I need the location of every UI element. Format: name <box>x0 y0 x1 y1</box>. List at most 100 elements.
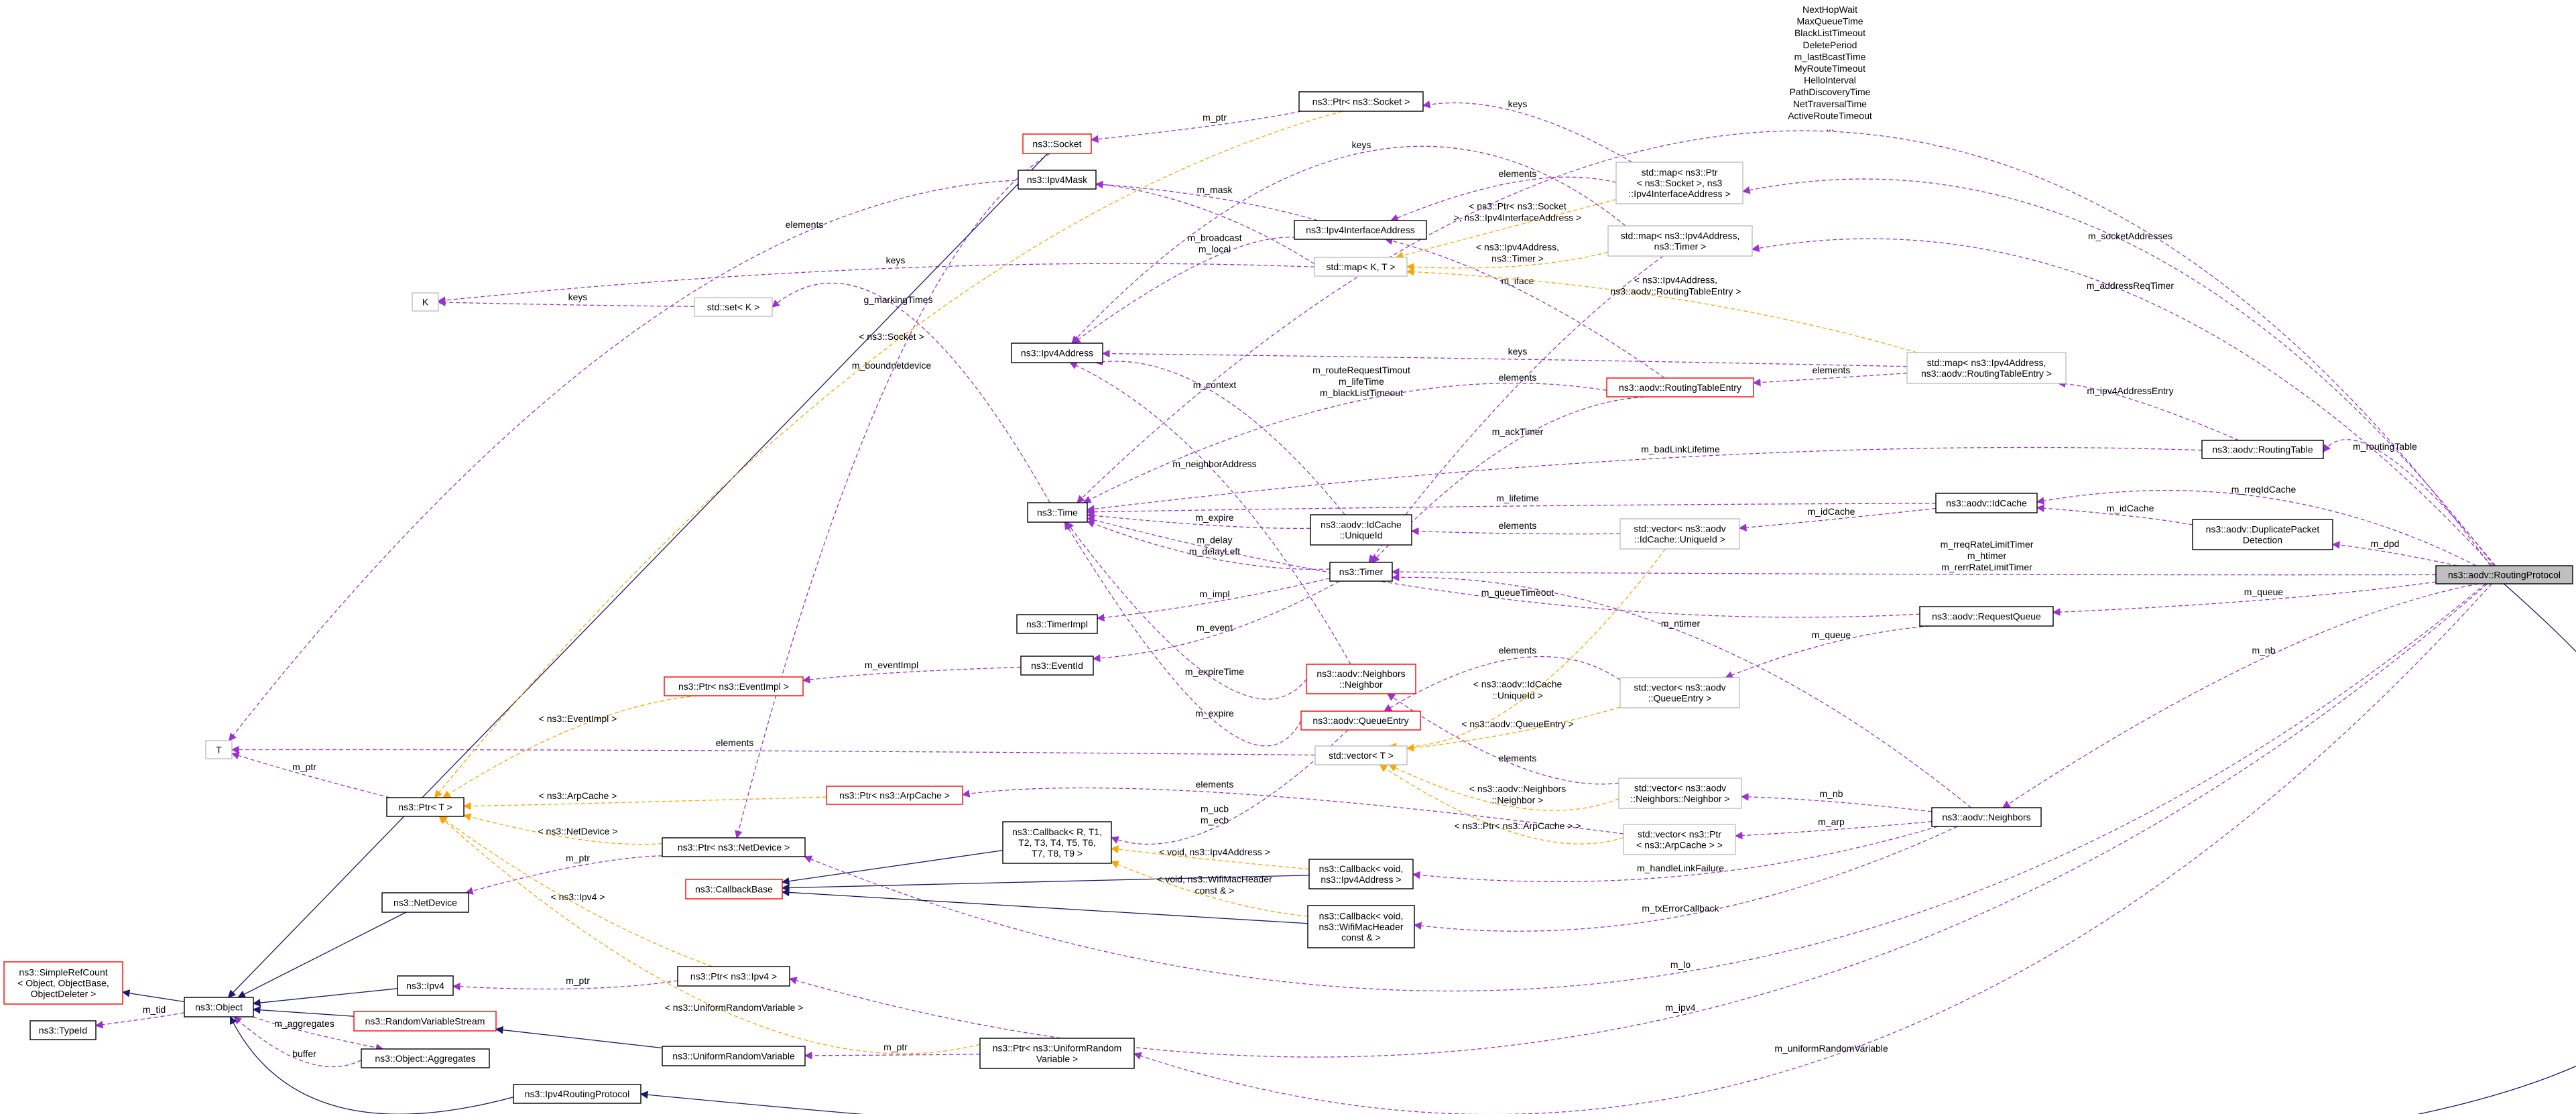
class-node-eventid[interactable]: ns3::EventId <box>1020 656 1094 676</box>
node-box <box>662 1046 806 1066</box>
edge-vecQueueEntry-to-queueentry <box>1384 656 1621 712</box>
class-node-ipv4[interactable]: ns3::Ipv4 <box>397 975 454 996</box>
node-box <box>381 892 469 913</box>
edge-label: m_htimer <box>1967 550 2007 561</box>
edge-label: < ns3::Ptr< ns3::ArpCache > > <box>1454 820 1581 831</box>
edge-label: m_ptr <box>292 761 316 772</box>
edge-label: m_ucb <box>1201 804 1229 814</box>
node-label: ns3::Callback< void, <box>1319 863 1404 874</box>
edge-vecQueueEntry-to-vectorT <box>1406 706 1621 752</box>
class-node-callbackBase[interactable]: ns3::CallbackBase <box>685 879 783 900</box>
edge-rte-to-time <box>1083 382 1607 503</box>
edge-iia-to-ipv4addr <box>1072 237 1310 344</box>
class-node-mapAddrTimer[interactable]: std::map< ns3::Ipv4Address,ns3::Timer > <box>1607 225 1753 257</box>
class-node-mapSockIIA[interactable]: std::map< ns3::Ptr< ns3::Socket >, ns3::… <box>1615 162 1743 204</box>
class-node-ptrNetDevice[interactable]: ns3::Ptr< ns3::NetDevice > <box>662 837 806 857</box>
class-node-vectorT[interactable]: std::vector< T > <box>1314 745 1408 765</box>
node-box <box>29 1020 97 1040</box>
edge-rte-to-iia <box>1384 237 1665 379</box>
class-node-vecUniqueId[interactable]: std::vector< ns3::aodv::IdCache::UniqueI… <box>1619 518 1740 550</box>
class-node-routingTable[interactable]: ns3::aodv::RoutingTable <box>2201 440 2324 459</box>
class-node-vecQueueEntry[interactable]: std::vector< ns3::aodv::QueueEntry > <box>1619 677 1740 708</box>
edge-routingTable-to-time <box>1086 446 2203 513</box>
class-node-neighbor[interactable]: ns3::aodv::Neighbors::Neighbor <box>1306 664 1416 694</box>
edge-ptrURV-to-ptrT <box>438 816 981 1054</box>
node-label: std::vector< ns3::aodv <box>1634 682 1725 693</box>
node-label: ns3::NetDevice <box>393 898 457 908</box>
node-label: std::vector< ns3::aodv <box>1634 783 1726 794</box>
class-node-rvs[interactable]: ns3::RandomVariableStream <box>353 1011 497 1032</box>
class-node-iia[interactable]: ns3::Ipv4InterfaceAddress <box>1294 220 1427 240</box>
class-node-ptrIpv4[interactable]: ns3::Ptr< ns3::Ipv4 > <box>677 966 790 987</box>
class-node-ipv4rp[interactable]: ns3::Ipv4RoutingProtocol <box>513 1084 641 1104</box>
edge-mapSockIIA-to-ptrSocket <box>1422 100 1633 163</box>
edge-label: m_dpd <box>2371 538 2400 549</box>
edge-label: m_ackTimer <box>1492 426 1544 437</box>
class-node-uniqueId[interactable]: ns3::aodv::IdCache::UniqueId <box>1310 514 1412 546</box>
class-node-object[interactable]: ns3::Object <box>184 997 254 1017</box>
class-node-ptrEventImpl[interactable]: ns3::Ptr< ns3::EventImpl > <box>664 676 804 696</box>
edge-label: m_expireTime <box>1185 666 1244 677</box>
class-node-socket[interactable]: ns3::Socket <box>1022 133 1092 154</box>
edge-label: m_nb <box>1819 788 1843 799</box>
class-node-timerimpl[interactable]: ns3::TimerImpl <box>1016 614 1098 634</box>
class-node-time[interactable]: ns3::Time <box>1027 502 1088 523</box>
node-box <box>1329 562 1393 582</box>
class-node-ptrSocket[interactable]: ns3::Ptr< ns3::Socket > <box>1298 91 1424 112</box>
node-label: ns3::Object::Aggregates <box>375 1053 475 1064</box>
class-node-callbackR[interactable]: ns3::Callback< R, T1,T2, T3, T4, T5, T6,… <box>1002 821 1112 864</box>
class-node-cbWifi[interactable]: ns3::Callback< void,ns3::WifiMacHeaderco… <box>1307 905 1415 948</box>
node-label: ObjectDeleter > <box>31 989 97 999</box>
class-node-neighbors[interactable]: ns3::aodv::Neighbors <box>1931 807 2042 827</box>
edge-label: m_lifeTime <box>1339 376 1384 387</box>
class-node-T[interactable]: T <box>205 740 233 759</box>
edge-vecNeighbor-to-neighbor <box>1387 693 1619 785</box>
class-node-vecPtrArp[interactable]: std::vector< ns3::Ptr< ns3::ArpCache > > <box>1623 824 1736 855</box>
class-node-timer[interactable]: ns3::Timer <box>1329 562 1393 582</box>
class-node-ptrArpCache[interactable]: ns3::Ptr< ns3::ArpCache > <box>826 786 963 805</box>
edge-mapAddrTimer-to-ipv4addr <box>1071 145 1626 344</box>
class-node-ptrURV[interactable]: ns3::Ptr< ns3::UniformRandomVariable > <box>979 1038 1135 1069</box>
node-box <box>1619 677 1740 708</box>
edge-label: m_impl <box>1199 589 1229 599</box>
edge-mapKT-to-K <box>437 263 1315 304</box>
class-node-urv[interactable]: ns3::UniformRandomVariable <box>662 1046 806 1066</box>
node-box <box>353 1011 497 1032</box>
edge-neighbors-to-cbIpv4 <box>1412 826 1939 882</box>
edge-label: < ns3::UniformRandomVariable > <box>665 1002 804 1013</box>
class-node-cbIpv4[interactable]: ns3::Callback< void,ns3::Ipv4Address > <box>1308 859 1414 889</box>
class-node-ptrT[interactable]: ns3::Ptr< T > <box>386 797 465 817</box>
node-label: ::Neighbor <box>1339 679 1383 690</box>
edge-rp-to-idCache <box>2036 490 2477 566</box>
class-node-aggregates[interactable]: ns3::Object::Aggregates <box>361 1048 490 1068</box>
node-label: Variable > <box>1036 1054 1078 1064</box>
edge-label: m_lifetime <box>1496 493 1539 503</box>
class-node-netdevice[interactable]: ns3::NetDevice <box>381 892 469 913</box>
class-node-queueentry[interactable]: ns3::aodv::QueueEntry <box>1300 710 1421 731</box>
edge-urv-to-rvs <box>495 1026 663 1049</box>
class-node-mapAddrRTE[interactable]: std::map< ns3::Ipv4Address,ns3::aodv::Ro… <box>1906 352 2067 384</box>
edge-label: ::Neighbor > <box>1492 795 1544 806</box>
class-node-idCache[interactable]: ns3::aodv::IdCache <box>1935 493 2038 513</box>
class-node-K[interactable]: K <box>412 292 439 312</box>
class-node-vecNeighbor[interactable]: std::vector< ns3::aodv::Neighbors::Neigh… <box>1618 778 1742 809</box>
class-node-requestQueue[interactable]: ns3::aodv::RequestQueue <box>1919 606 2054 627</box>
class-node-setK[interactable]: std::set< K > <box>694 297 773 317</box>
class-node-mapKT[interactable]: std::map< K, T > <box>1314 257 1408 277</box>
edge-label: m_mask <box>1197 184 1233 195</box>
edge-label: m_expire <box>1195 512 1234 523</box>
node-label: ns3::aodv::RequestQueue <box>1932 611 2041 622</box>
node-label: ns3::Ptr< ns3::Ipv4 > <box>690 971 777 982</box>
class-node-ipv4mask[interactable]: ns3::Ipv4Mask <box>1018 170 1097 190</box>
class-node-simplerefcount[interactable]: ns3::SimpleRefCount< Object, ObjectBase,… <box>3 961 123 1005</box>
node-label: ns3::aodv::QueueEntry <box>1312 715 1408 726</box>
class-node-ipv4addr[interactable]: ns3::Ipv4Address <box>1011 343 1103 363</box>
node-label: ns3::Object <box>195 1002 243 1013</box>
class-node-rte[interactable]: ns3::aodv::RoutingTableEntry <box>1606 377 1754 397</box>
node-label: std::map< ns3::Ipv4Address, <box>1927 357 2046 368</box>
class-node-typeid[interactable]: ns3::TypeId <box>29 1020 97 1040</box>
class-node-rp[interactable]: ns3::aodv::RoutingProtocol <box>2435 565 2573 584</box>
edge-socket-to-ptrNetDevice <box>735 153 1050 839</box>
edge-rvs-to-object <box>252 1005 355 1017</box>
